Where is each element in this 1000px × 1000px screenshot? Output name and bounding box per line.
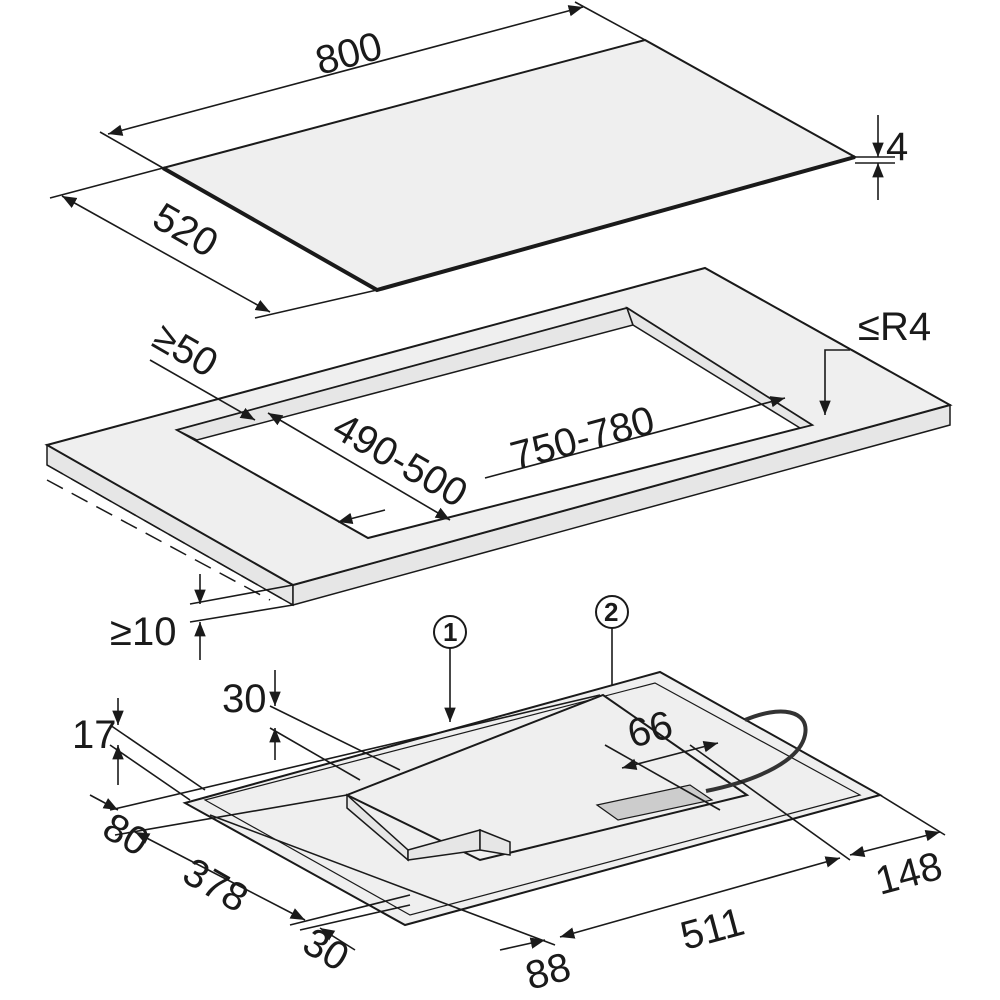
dim-underside-30-top: 30 (222, 677, 267, 721)
callout-2-label: 2 (604, 597, 618, 627)
callout-1-label: 1 (443, 617, 457, 647)
connection-box (595, 784, 714, 821)
dim-underside-80: 80 (96, 805, 157, 865)
worktop (44, 266, 953, 660)
dim-width-800: 800 (311, 24, 387, 84)
dim-underside-17: 17 (72, 713, 117, 757)
dim-underside-511: 511 (676, 900, 749, 959)
dim-underside-88: 88 (521, 945, 575, 999)
dim-depth-520: 520 (146, 195, 226, 266)
dim-underside-148: 148 (871, 844, 947, 904)
dim-thickness-4: 4 (886, 125, 908, 169)
hob-underside (89, 670, 946, 951)
power-cable (705, 709, 808, 793)
dim-corner-radius: ≤R4 (858, 305, 931, 349)
dim-worktop-min: ≥10 (110, 610, 176, 654)
callout-1 (433, 615, 467, 722)
dim-min-edge: ≥50 (146, 315, 226, 386)
dim-underside-378: 378 (176, 850, 256, 921)
hob-glass-top (49, 1, 895, 319)
